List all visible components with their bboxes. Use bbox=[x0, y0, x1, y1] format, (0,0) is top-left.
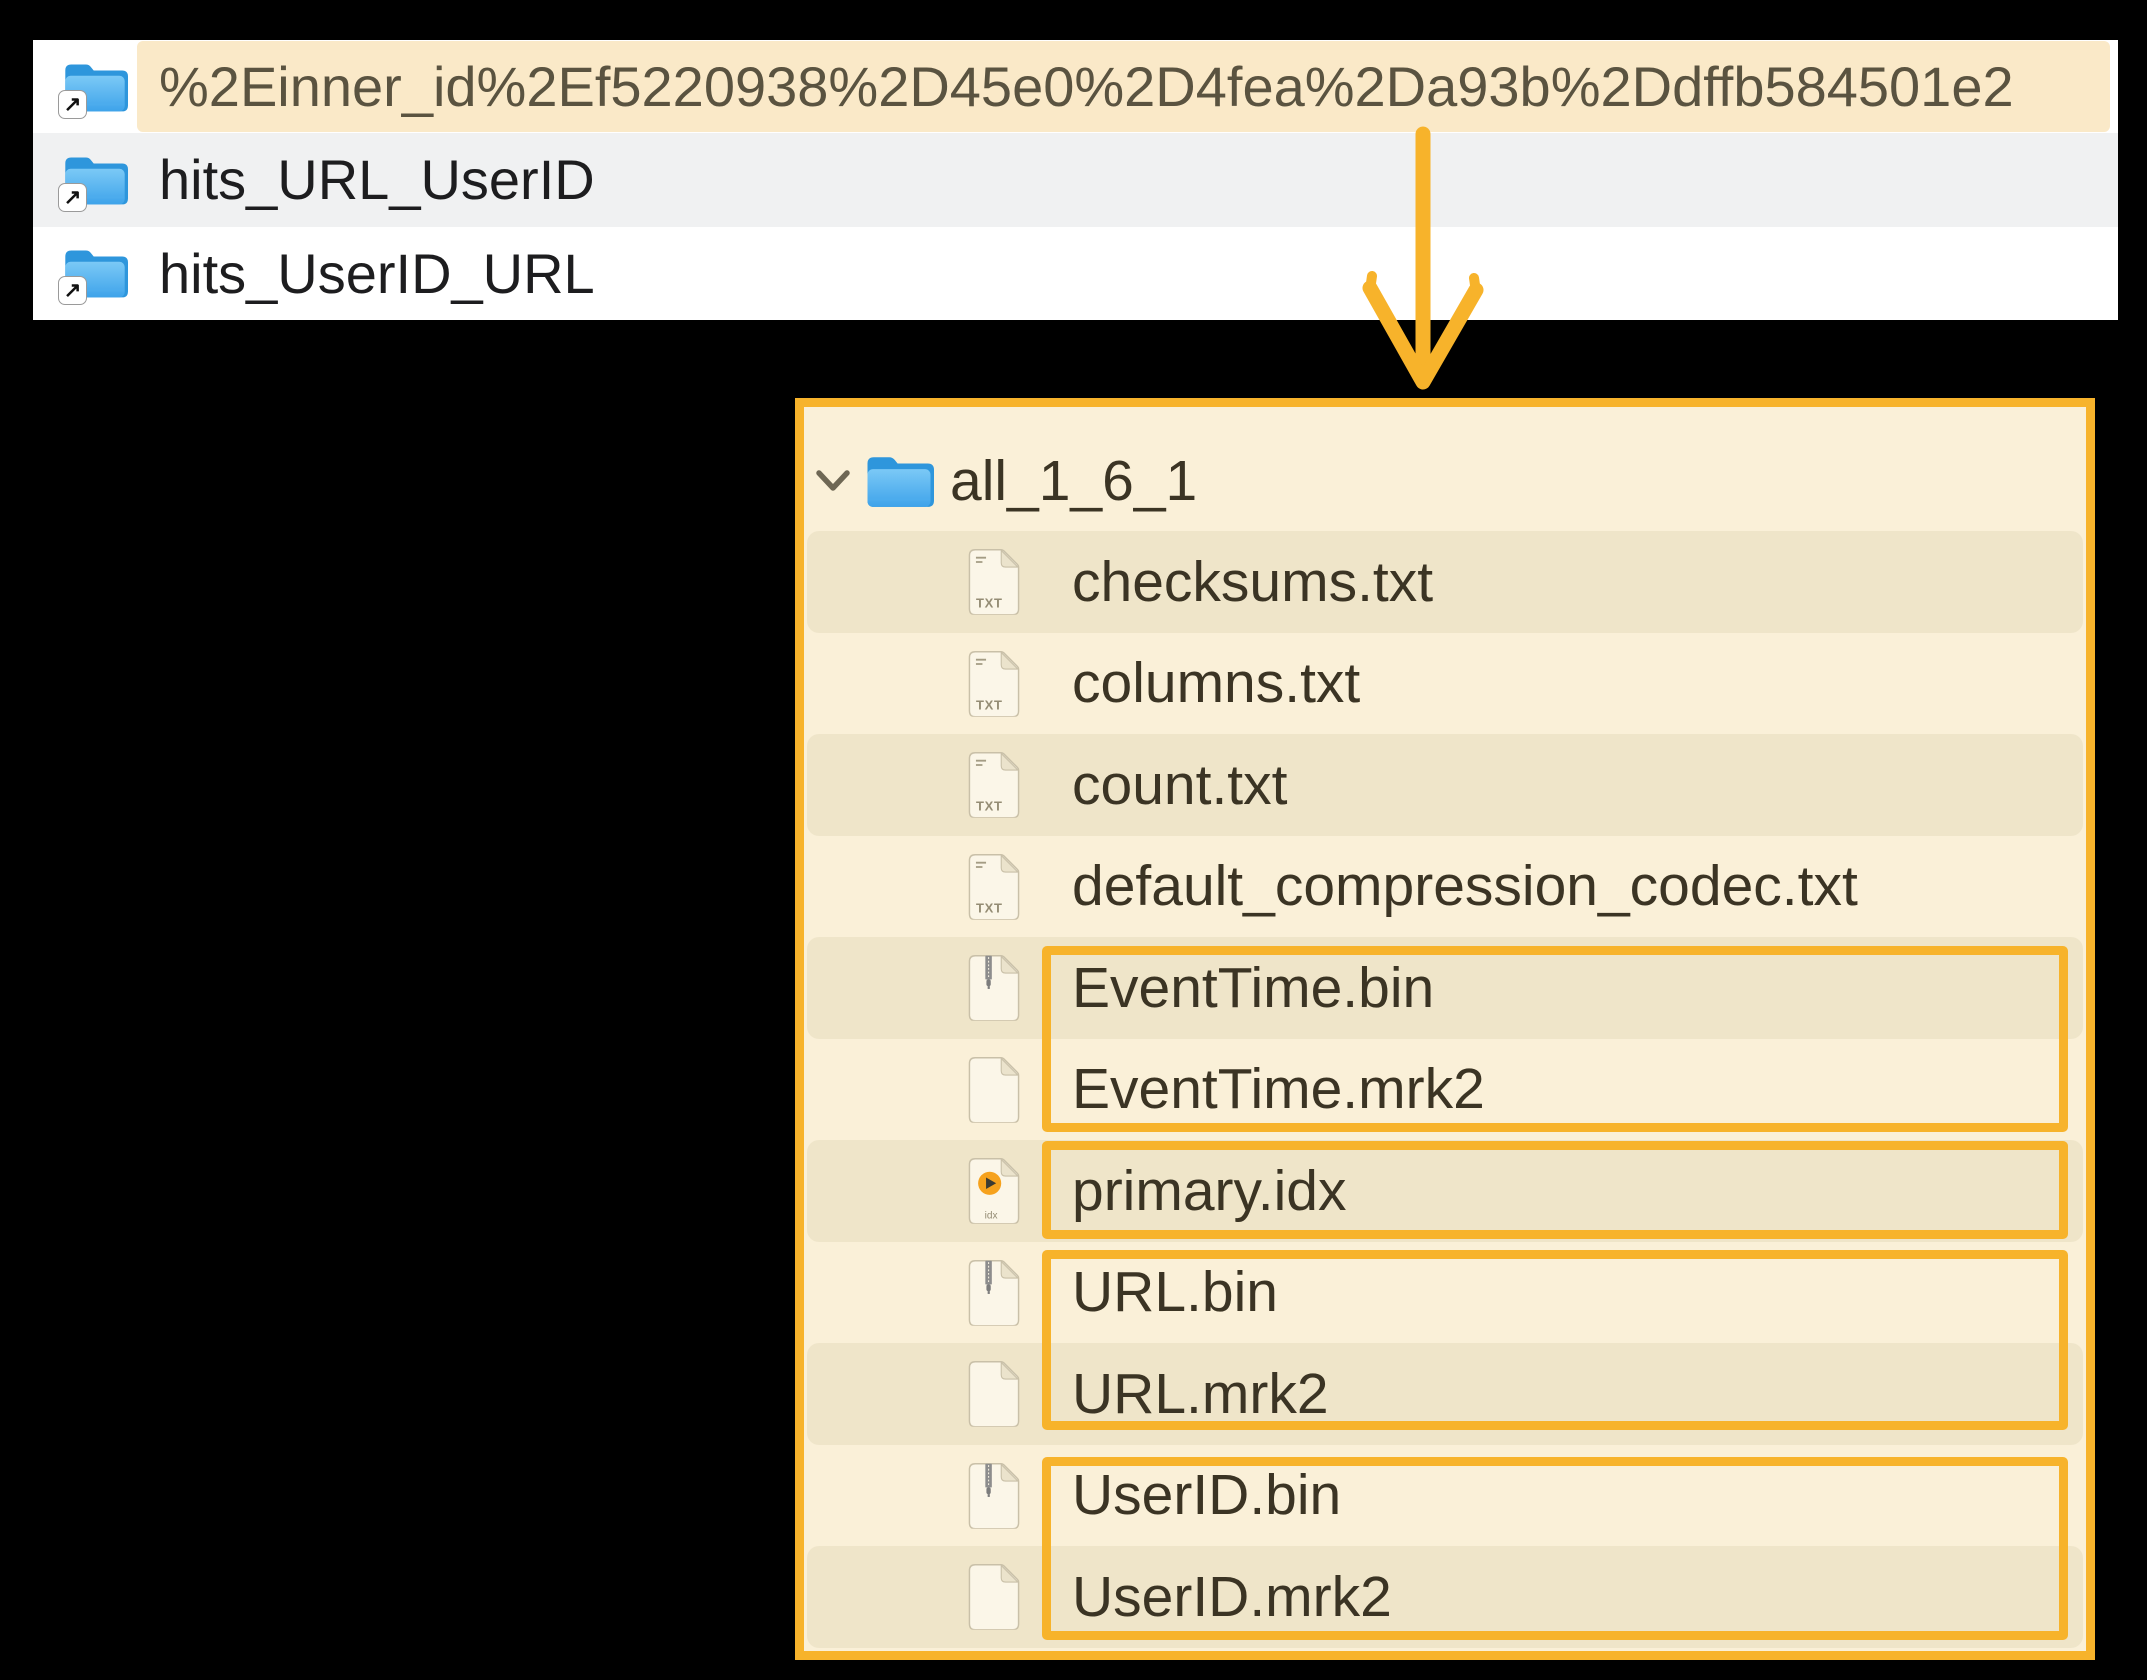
folder-name: %2Einner_id%2Ef5220938%2D45e0%2D4fea%2Da… bbox=[159, 55, 2014, 119]
file-row-userid-mrk2[interactable]: UserID.mrk2 bbox=[807, 1546, 2083, 1648]
file-name: URL.mrk2 bbox=[1072, 1361, 1329, 1426]
file-name: EventTime.bin bbox=[1072, 955, 1435, 1020]
alias-arrow-badge-icon bbox=[58, 89, 87, 119]
annotation-box-primary-idx bbox=[1042, 1141, 2068, 1239]
file-row-eventtime-mrk2[interactable]: EventTime.mrk2 bbox=[807, 1039, 2083, 1141]
txt-file-icon bbox=[968, 650, 1020, 717]
annotation-box-url bbox=[1042, 1250, 2068, 1430]
file-name: columns.txt bbox=[1072, 651, 1361, 716]
annotation-box-eventtime bbox=[1042, 946, 2068, 1132]
down-arrow-annotation-icon bbox=[1362, 126, 1484, 390]
file-row-default-compression-codec[interactable]: default_compression_codec.txt bbox=[807, 836, 2083, 938]
folder-name: hits_URL_UserID bbox=[159, 148, 595, 212]
bin-file-icon bbox=[968, 1462, 1020, 1529]
chevron-down-icon[interactable] bbox=[814, 468, 852, 494]
root-folder-name: all_1_6_1 bbox=[950, 449, 1198, 513]
folder-row-hits-url-userid[interactable]: hits_URL_UserID bbox=[33, 133, 2118, 227]
file-name: URL.bin bbox=[1072, 1260, 1278, 1325]
alias-arrow-badge-icon bbox=[58, 182, 87, 212]
file-row-primary-idx[interactable]: primary.idx bbox=[807, 1140, 2083, 1242]
file-row-userid-bin[interactable]: UserID.bin bbox=[807, 1445, 2083, 1547]
alias-arrow-badge-icon bbox=[58, 276, 87, 306]
selection-highlight bbox=[137, 41, 2110, 133]
folder-alias-icon bbox=[58, 59, 128, 119]
part-contents-panel: all_1_6_1 checksums.txt columns.txt coun… bbox=[795, 398, 2095, 1660]
mrk2-file-icon bbox=[968, 1056, 1020, 1123]
folder-row-hits-userid-url[interactable]: hits_UserID_URL bbox=[33, 227, 2118, 320]
txt-file-icon bbox=[968, 751, 1020, 818]
folder-name: hits_UserID_URL bbox=[159, 241, 595, 305]
file-name: EventTime.mrk2 bbox=[1072, 1057, 1485, 1122]
folder-alias-icon bbox=[58, 245, 128, 306]
folder-alias-icon bbox=[58, 152, 128, 212]
file-row-checksums[interactable]: checksums.txt bbox=[807, 531, 2083, 633]
finder-folder-list: %2Einner_id%2Ef5220938%2D45e0%2D4fea%2Da… bbox=[33, 40, 2118, 320]
annotation-box-userid bbox=[1042, 1457, 2068, 1640]
mrk2-file-icon bbox=[968, 1360, 1020, 1427]
bin-file-icon bbox=[968, 1259, 1020, 1326]
folder-icon bbox=[864, 452, 934, 510]
idx-file-icon bbox=[968, 1157, 1020, 1224]
file-row-count[interactable]: count.txt bbox=[807, 734, 2083, 836]
file-name: default_compression_codec.txt bbox=[1072, 854, 1858, 919]
folder-row-inner-id[interactable]: %2Einner_id%2Ef5220938%2D45e0%2D4fea%2Da… bbox=[33, 40, 2118, 133]
file-name: count.txt bbox=[1072, 752, 1288, 817]
txt-file-icon bbox=[968, 548, 1020, 615]
txt-file-icon bbox=[968, 853, 1020, 920]
file-row-url-bin[interactable]: URL.bin bbox=[807, 1242, 2083, 1344]
mrk2-file-icon bbox=[968, 1563, 1020, 1630]
file-name: checksums.txt bbox=[1072, 549, 1434, 614]
file-row-columns[interactable]: columns.txt bbox=[807, 633, 2083, 735]
file-name: UserID.bin bbox=[1072, 1463, 1342, 1528]
tree-root-row[interactable]: all_1_6_1 bbox=[804, 431, 2086, 531]
file-name: UserID.mrk2 bbox=[1072, 1564, 1392, 1629]
bin-file-icon bbox=[968, 954, 1020, 1021]
file-name: primary.idx bbox=[1072, 1158, 1347, 1223]
